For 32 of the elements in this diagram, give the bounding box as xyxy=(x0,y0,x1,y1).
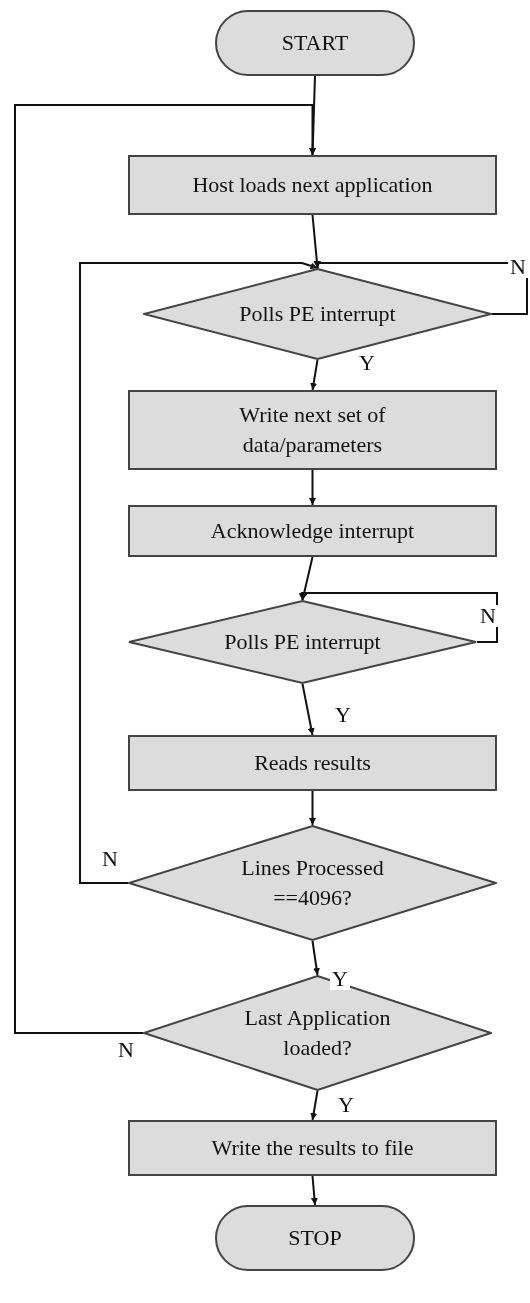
arrow xyxy=(14,104,316,1034)
process-box xyxy=(128,505,497,557)
arrow xyxy=(311,214,321,269)
arrow xyxy=(301,683,315,736)
process-box xyxy=(128,155,497,215)
process-box xyxy=(128,390,497,470)
node-text: Write the results to file xyxy=(211,1134,414,1163)
arrow xyxy=(79,262,319,884)
arrow xyxy=(310,1090,319,1121)
node-text: Polls PE interrupt xyxy=(239,300,396,329)
node-text: Lines Processed ==4096? xyxy=(240,854,385,912)
decision-diamond xyxy=(128,600,477,684)
arrow xyxy=(310,1175,318,1206)
arrow xyxy=(310,359,319,391)
arrow xyxy=(300,556,314,601)
node-text: Acknowledge interrupt xyxy=(210,517,415,546)
node-text: Polls PE interrupt xyxy=(224,628,381,657)
process-box xyxy=(128,1120,497,1176)
node-text: START xyxy=(281,29,349,58)
node-text: Write next set of data/parameters xyxy=(238,401,387,459)
node-text: Last Application loaded? xyxy=(243,1004,392,1062)
node-text: STOP xyxy=(288,1224,342,1253)
arrow xyxy=(309,790,316,826)
arrow xyxy=(311,940,320,976)
node-text: Reads results xyxy=(254,749,371,778)
arrow xyxy=(314,261,528,315)
arrow xyxy=(298,592,498,643)
arrow xyxy=(309,469,316,506)
process-box xyxy=(128,735,497,791)
edge-label: N xyxy=(478,605,498,627)
node-text: Host loads next application xyxy=(192,171,433,200)
decision-diamond xyxy=(128,825,497,941)
